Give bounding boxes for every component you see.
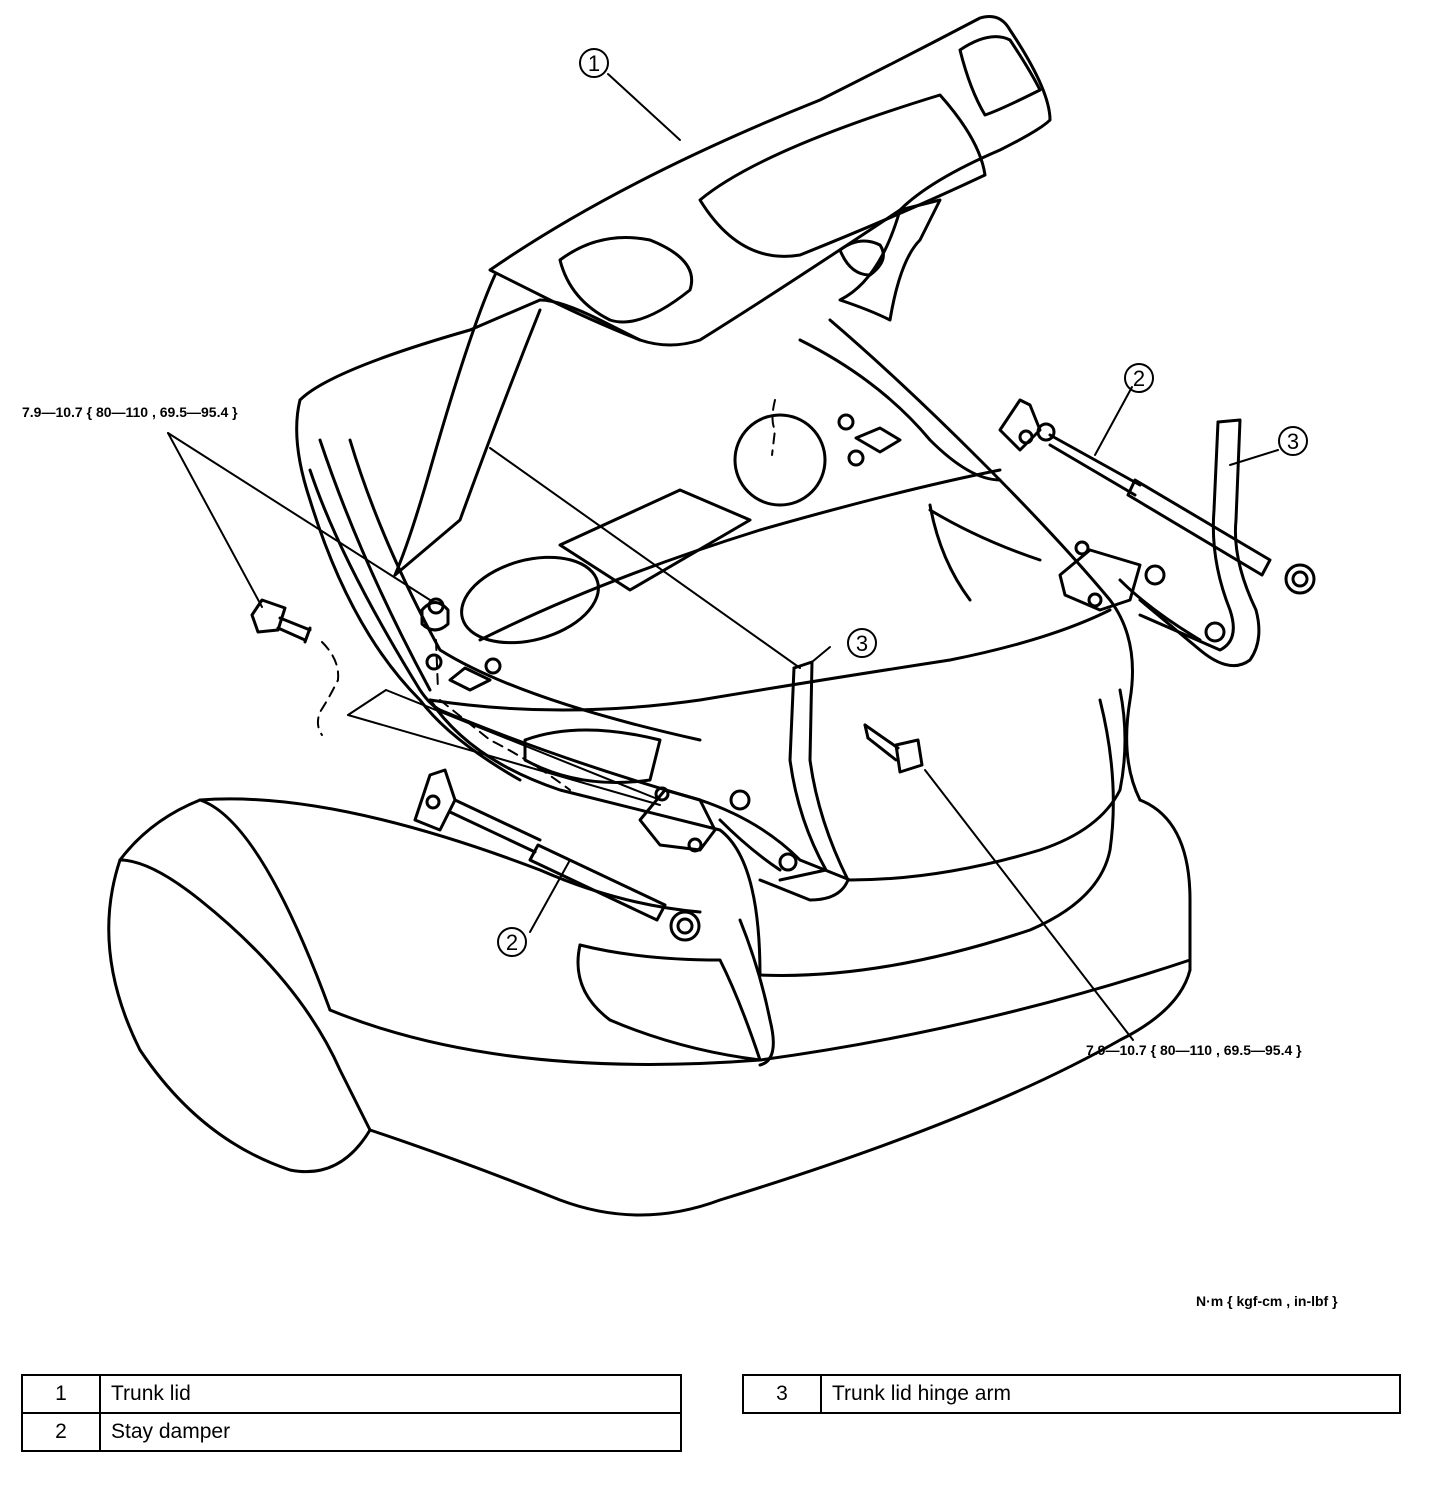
dashed-alignment-lines: [316, 399, 776, 791]
legend-table-right: 3 Trunk lid hinge arm: [742, 1374, 1401, 1414]
hinge-arm-right: [1058, 418, 1261, 668]
callout-label-1: 1: [588, 51, 600, 76]
legend-row: 2 Stay damper: [21, 1412, 682, 1452]
callout-label-2-left: 2: [506, 930, 518, 955]
bolt-right: [863, 723, 924, 774]
legend-number: 2: [21, 1412, 101, 1452]
trunk-lid-exploded-diagram: 1 2 3 3 2 7.9—10.7 { 80—110 , 69.5—95.4 …: [22, 15, 1316, 1217]
callout-label-3-center: 3: [856, 631, 868, 656]
legend-number: 3: [742, 1374, 822, 1414]
trunk-opening: [308, 338, 1127, 977]
trunk-floor-features: [425, 413, 902, 784]
trunk-lid: [393, 15, 1052, 577]
legend-row: 3 Trunk lid hinge arm: [742, 1374, 1401, 1414]
callout-circle-2-left: [497, 927, 527, 957]
legend-part-name: Stay damper: [99, 1412, 682, 1452]
legend-number: 1: [21, 1374, 101, 1414]
car-body: [198, 298, 1192, 1217]
hinge-arm-center: [638, 660, 850, 902]
callout-circle-2-right: [1124, 363, 1154, 393]
callout-circle-3-center: [847, 628, 877, 658]
callout-label-2-right: 2: [1133, 366, 1145, 391]
torque-spec-left: 7.9—10.7 { 80—110 , 69.5—95.4 }: [22, 404, 238, 420]
bolt-left: [250, 598, 312, 644]
callout-circle-3-right: [1278, 426, 1308, 456]
stay-damper-right: [998, 398, 1316, 595]
callout-circles: [497, 48, 1308, 957]
stay-damper-left: [413, 768, 701, 942]
nut-center: [420, 597, 450, 632]
callout-label-3-right: 3: [1287, 429, 1299, 454]
legend-part-name: Trunk lid hinge arm: [820, 1374, 1401, 1414]
legend-row: 1 Trunk lid: [21, 1374, 682, 1414]
rear-fender: [107, 798, 372, 1174]
torque-units-label: N·m { kgf-cm , in-lbf }: [1196, 1293, 1338, 1309]
legend-table-left: 1 Trunk lid 2 Stay damper: [21, 1374, 682, 1452]
callout-circle-1: [579, 48, 609, 78]
leader-lines: [167, 73, 1279, 1041]
legend-part-name: Trunk lid: [99, 1374, 682, 1414]
torque-spec-right: 7.9—10.7 { 80—110 , 69.5—95.4 }: [1086, 1042, 1302, 1058]
